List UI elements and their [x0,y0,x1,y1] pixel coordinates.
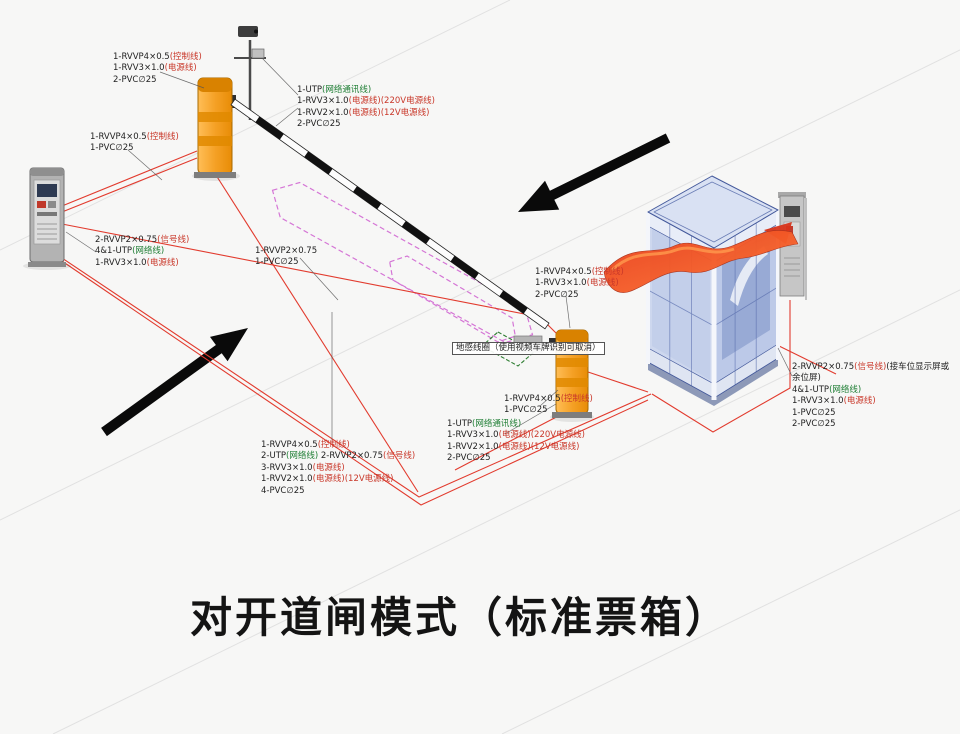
dispenser-screen [37,184,57,197]
cable-label-gate2-base: 1-RVVP4×0.5(控制线)1-PVC∅25 [504,394,593,416]
cable-label-camera: 1-UTP(网络通讯线)1-RVV3×1.0(电源线)(220V电源线)1-RV… [297,85,435,130]
cable-label-dispenser-gate1: 1-RVVP4×0.5(控制线)1-PVC∅25 [90,132,179,154]
ticket-dispenser [23,167,71,270]
arrow-down-left [518,133,671,212]
cable-label-gate1-top: 1-RVVP4×0.5(控制线)1-RVV3×1.0(电源线)2-PVC∅25 [113,52,202,85]
diagram-title: 对开道闸模式（标准票箱） [189,593,730,642]
cable-label-right-trunk: 2-RVVP2×0.75(信号线)(接车位显示屏或余位屏)4&1-UTP(网络线… [792,362,950,430]
ground-loop-note: 地感线圈（使用视频车牌识别可取消） [452,342,605,356]
booth-roof [647,175,779,249]
barrier-gate-1 [192,77,240,181]
window-reflection [730,246,768,306]
camera-pole [234,26,266,120]
cable-label-gate2-top: 1-RVVP4×0.5(控制线)1-RVV3×1.0(电源线)2-PVC∅25 [535,267,624,300]
leader-lines [65,57,793,440]
barrier-arm [230,98,550,330]
booth-window [722,232,770,360]
arrow-up-right [101,328,248,437]
red-awning-ribbon [603,222,799,293]
cable-label-bottom-trunk: 1-RVVP4×0.5(控制线)2-UTP(网络线) 2-RVVP2×0.75(… [261,440,416,496]
guard-booth [646,175,780,406]
traffic-arrows [101,133,671,437]
cable-label-booth-camera: 1-UTP(网络通讯线)1-RVV3×1.0(电源线)(220V电源线)1-RV… [447,419,585,464]
cable-label-left-trunk: 2-RVVP2×0.75(信号线)4&1-UTP(网络线)1-RVV3×1.0(… [95,235,190,268]
camera-icon [238,26,258,37]
island-outlines [271,181,534,344]
